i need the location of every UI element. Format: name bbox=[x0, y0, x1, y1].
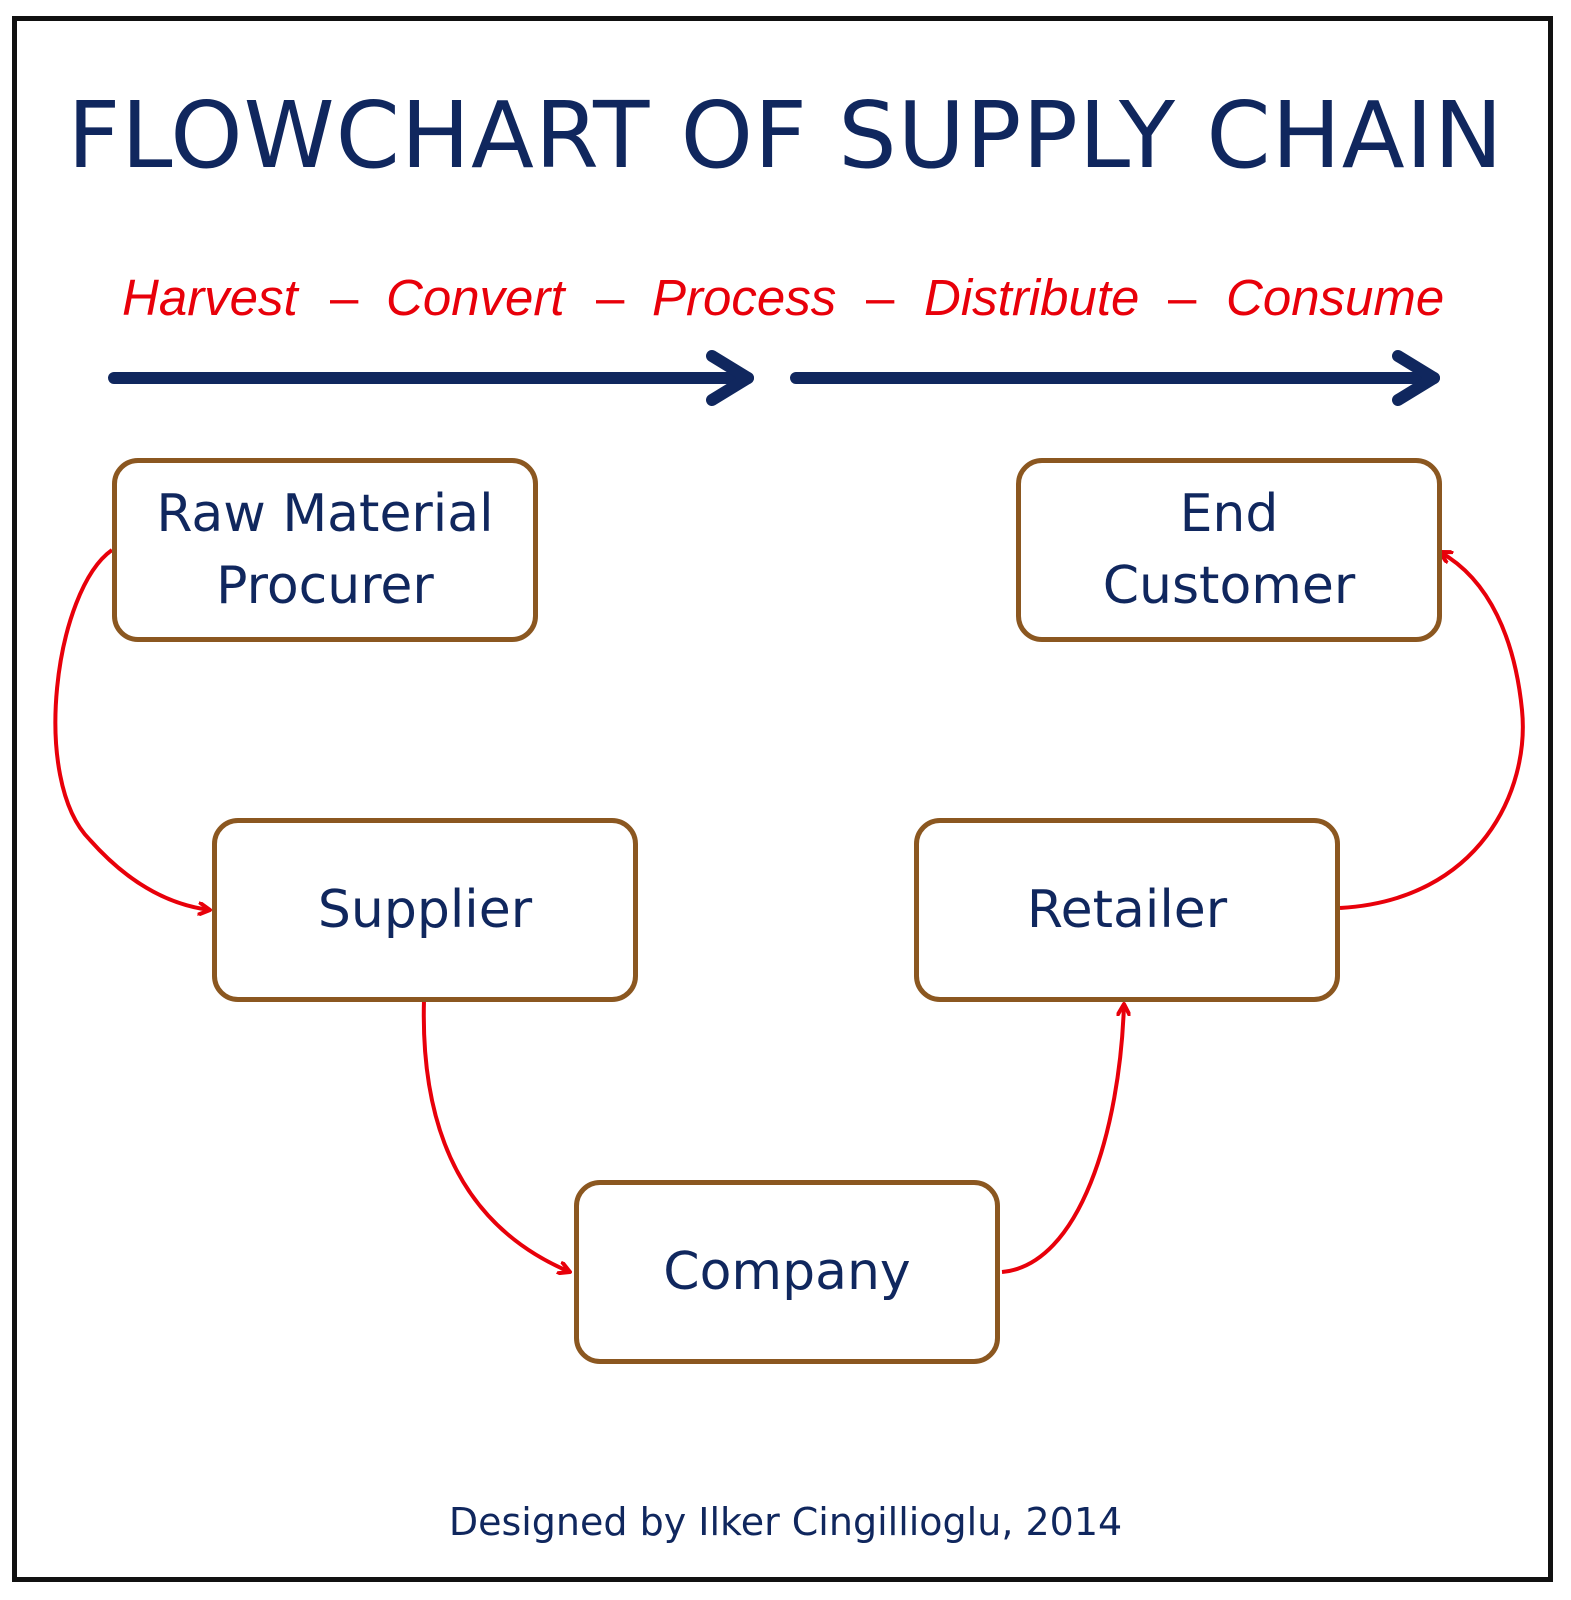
stage-separator: – bbox=[330, 269, 359, 326]
node-supplier: Supplier bbox=[212, 818, 638, 1002]
node-label: Raw Material Procurer bbox=[156, 478, 493, 622]
arrow-company-to-retailer bbox=[1001, 1004, 1124, 1274]
node-label-line: Raw Material bbox=[156, 484, 494, 544]
designer-credit: Designed by Ilker Cingillioglu, 2014 bbox=[448, 1500, 1123, 1544]
node-retailer: Retailer bbox=[914, 818, 1340, 1002]
stage-consume: Consume bbox=[1226, 269, 1445, 326]
stage-separator: – bbox=[1168, 269, 1197, 326]
arrow-procurer-to-supplier bbox=[53, 548, 210, 910]
node-label: End Customer bbox=[1103, 478, 1356, 622]
stage-separator: – bbox=[866, 269, 895, 326]
node-label: Company bbox=[663, 1242, 911, 1302]
downstream-direction-arrow bbox=[790, 350, 1440, 406]
stage-distribute: Distribute bbox=[924, 269, 1140, 326]
node-label-line: Customer bbox=[1102, 556, 1356, 616]
stage-convert: Convert bbox=[386, 269, 565, 326]
node-company: Company bbox=[574, 1180, 1000, 1364]
stage-harvest: Harvest bbox=[122, 269, 298, 326]
arrow-retailer-to-end-customer bbox=[1339, 552, 1525, 910]
page-title: FLOWCHART OF SUPPLY CHAIN bbox=[67, 82, 1504, 189]
stage-process: Process bbox=[652, 269, 837, 326]
node-label: Retailer bbox=[1026, 880, 1228, 940]
node-end-customer: End Customer bbox=[1016, 458, 1442, 642]
node-raw-material-procurer: Raw Material Procurer bbox=[112, 458, 538, 642]
upstream-direction-arrow bbox=[108, 350, 754, 406]
node-label-line: Procurer bbox=[216, 556, 434, 616]
node-label: Supplier bbox=[317, 880, 533, 940]
stage-separator: – bbox=[596, 269, 625, 326]
arrow-supplier-to-company bbox=[421, 999, 570, 1272]
node-label-line: End bbox=[1179, 484, 1279, 544]
